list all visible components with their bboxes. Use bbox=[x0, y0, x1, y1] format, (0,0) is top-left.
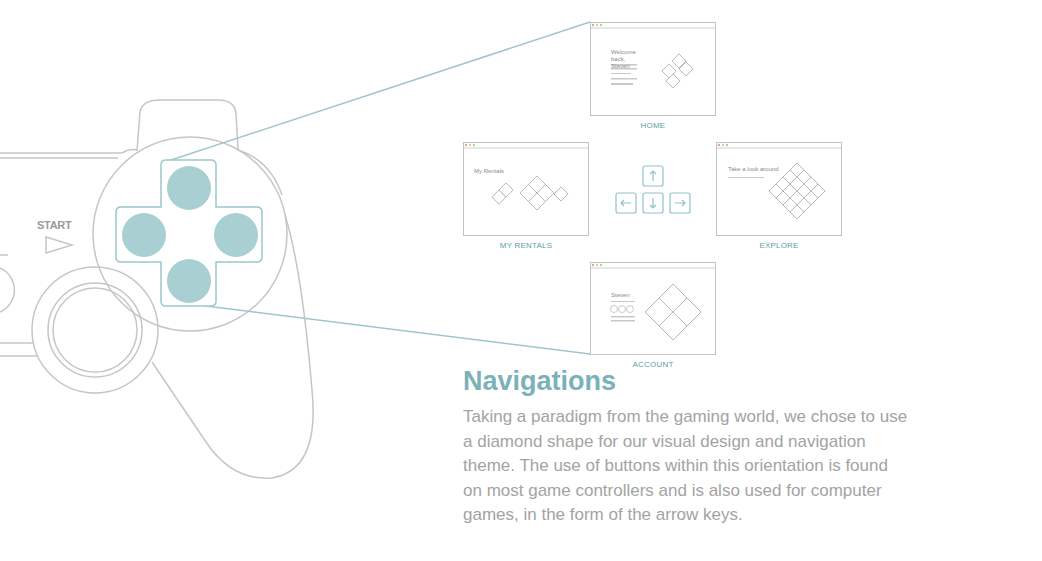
window-chrome bbox=[463, 24, 841, 268]
screen-caption: HOME bbox=[571, 121, 735, 130]
wireframe-window: StevenACCOUNT bbox=[590, 262, 716, 355]
screen-text: Take a look around bbox=[728, 166, 788, 173]
leader-lines bbox=[165, 22, 590, 354]
section-title: Navigations bbox=[463, 366, 616, 397]
button-label: START bbox=[37, 219, 71, 231]
wireframe-window: Welcome back, StevenHOME bbox=[590, 22, 716, 116]
screen-caption: MY RENTALS bbox=[444, 241, 608, 250]
diamond-motifs bbox=[492, 54, 825, 340]
screen-caption: EXPLORE bbox=[697, 241, 861, 250]
body-text: Taking a paradigm from the gaming world,… bbox=[463, 405, 911, 528]
wireframe-circles bbox=[611, 306, 634, 313]
wireframe-window: My RentalsMY RENTALS bbox=[463, 142, 589, 236]
screen-text: Welcome back, Steven bbox=[611, 49, 645, 70]
controller-outline bbox=[0, 100, 313, 478]
wireframe-window: Take a look aroundEXPLORE bbox=[716, 142, 842, 236]
wireframe-bars bbox=[611, 64, 764, 322]
d-pad bbox=[116, 160, 262, 306]
screen-text: Steven bbox=[611, 292, 651, 299]
screen-text: My Rentals bbox=[474, 168, 524, 175]
arrow-keys bbox=[616, 166, 690, 213]
